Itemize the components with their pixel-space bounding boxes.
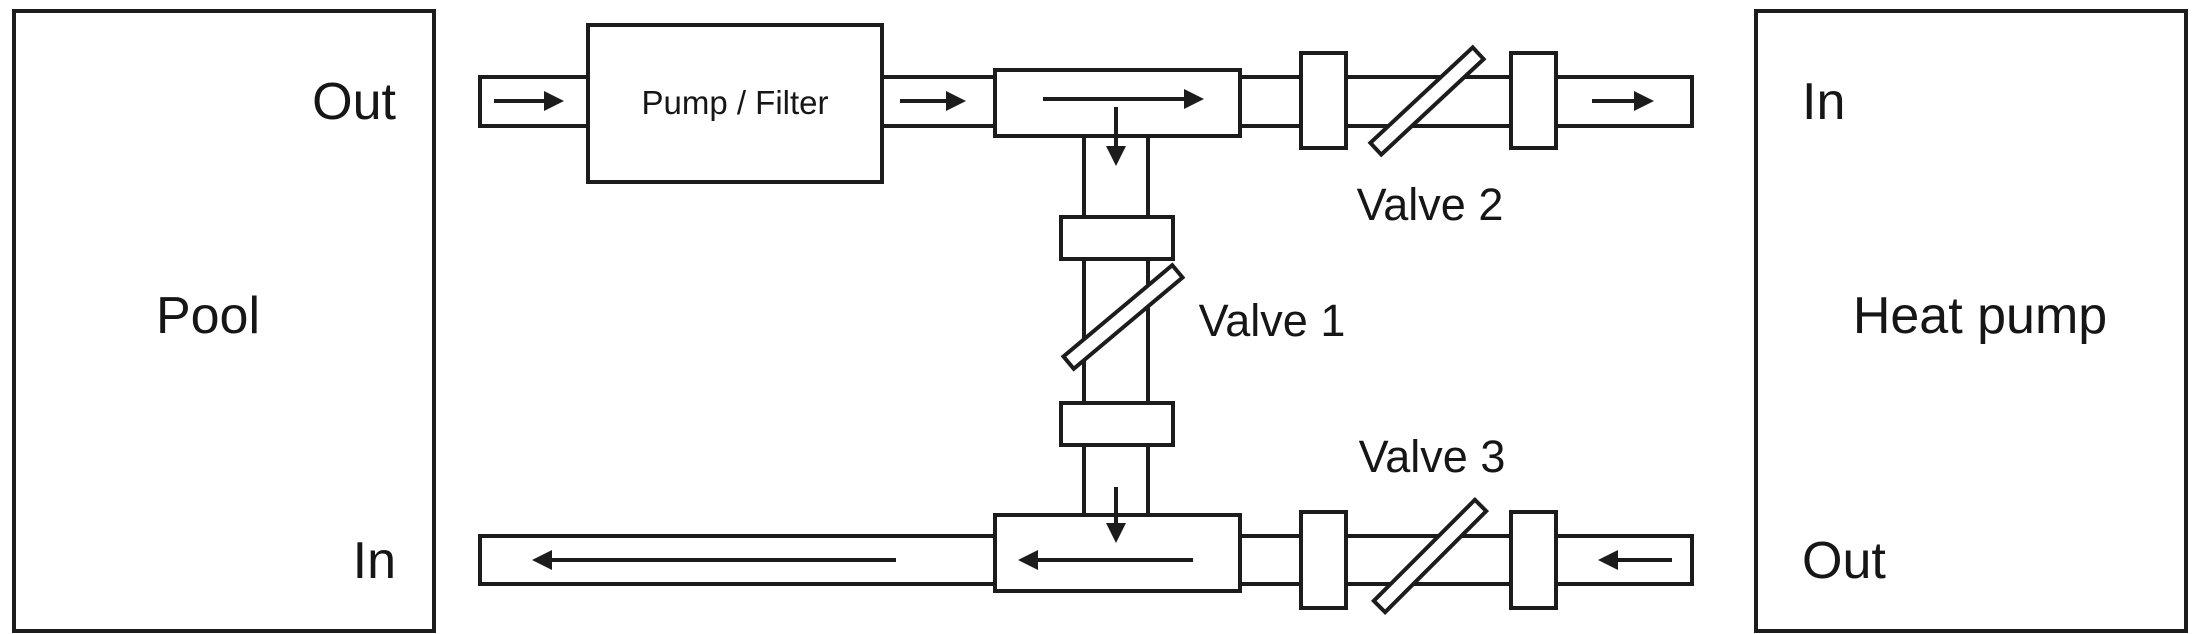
valve2-right-flange: [1509, 51, 1558, 150]
pool-box: [12, 9, 436, 633]
valve3-right-flange: [1509, 510, 1558, 610]
valve2-label: Valve 2: [1357, 179, 1504, 230]
pool-in-label: In: [353, 532, 396, 590]
pump-filter-label: Pump / Filter: [641, 84, 828, 121]
pool-title: Pool: [156, 287, 260, 345]
valve3-left-flange: [1299, 510, 1348, 610]
pump-filter-box: [586, 23, 884, 184]
heatpump-title: Heat pump: [1853, 287, 2107, 345]
pipe-tee-to-valve2: [1238, 75, 1303, 128]
valve1-label: Valve 1: [1199, 295, 1346, 346]
heatpump-in-label: In: [1802, 73, 1845, 131]
valve2-left-flange: [1299, 51, 1348, 150]
valve1-top-flange: [1059, 215, 1175, 261]
valve1-bottom-flange: [1059, 401, 1175, 447]
valve3-symbol-icon: [1370, 496, 1490, 616]
pipe-valve3-to-tee: [1238, 534, 1303, 586]
valve3-label: Valve 3: [1359, 431, 1506, 482]
heatpump-out-label: Out: [1802, 532, 1886, 590]
valve1-symbol-icon: [1060, 262, 1186, 372]
valve2-symbol-icon: [1367, 44, 1487, 158]
pool-out-label: Out: [312, 73, 396, 131]
heat-pump-box: [1754, 9, 2188, 633]
